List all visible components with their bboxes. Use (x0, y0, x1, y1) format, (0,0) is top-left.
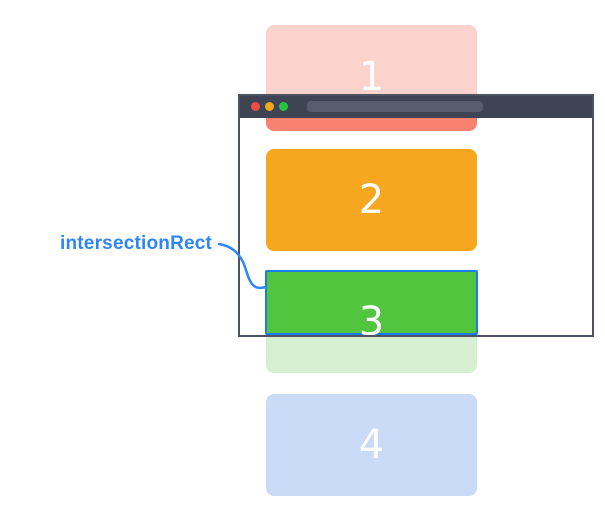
intersection-rect-label: intersectionRect (60, 233, 213, 254)
zoom-icon (279, 101, 288, 111)
list-item-4 (266, 394, 477, 496)
minimize-icon (265, 101, 274, 111)
list-item-1-visible-part (266, 117, 477, 131)
intersection-rect-highlight (265, 270, 478, 335)
browser-titlebar (238, 94, 594, 118)
address-bar (307, 100, 483, 112)
list-item-2 (266, 149, 477, 251)
close-icon (251, 101, 260, 111)
